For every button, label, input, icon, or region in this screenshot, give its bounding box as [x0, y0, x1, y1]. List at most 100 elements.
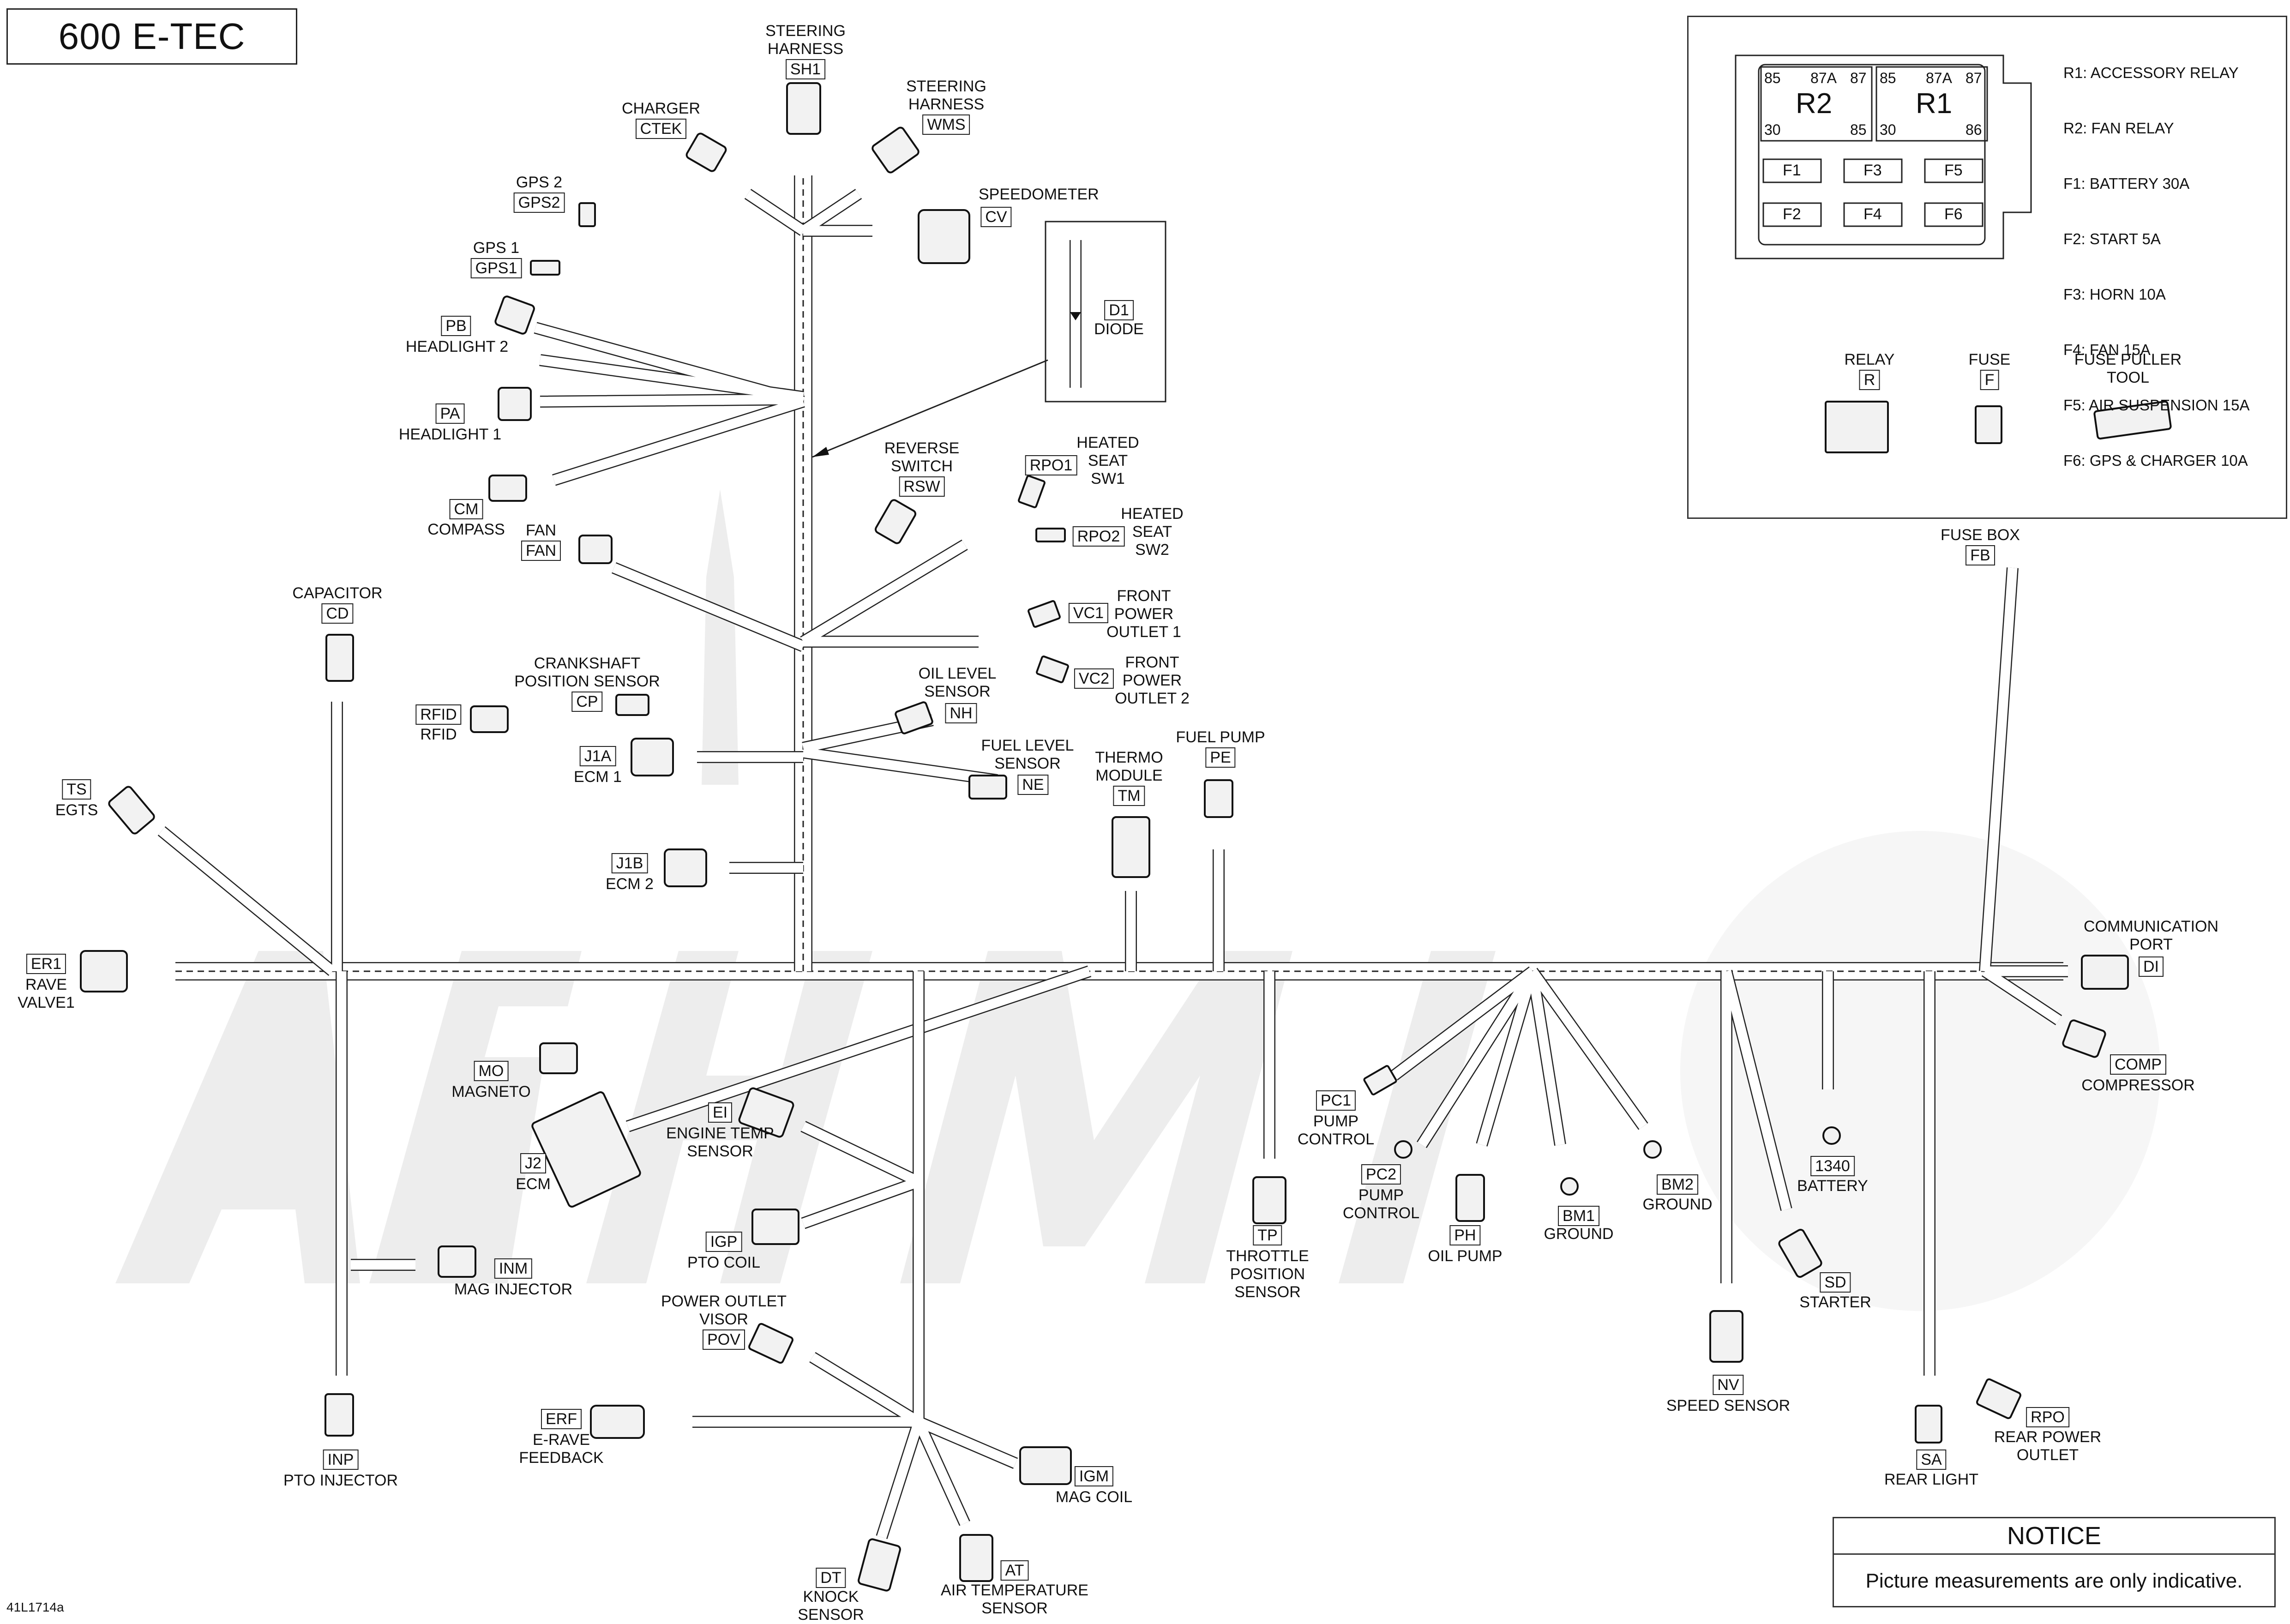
component-label: PTO INJECTOR [283, 1472, 398, 1489]
component-j1a: ECM 1 [574, 768, 622, 786]
component-code: IGM [1074, 1466, 1114, 1486]
component-code: DT [816, 1568, 846, 1588]
component-code: INM [494, 1258, 533, 1279]
component-j2: ECM [516, 1175, 551, 1193]
notice-heading: NOTICE [1834, 1518, 2274, 1555]
component-di: COMMUNICATION PORT [2084, 918, 2218, 954]
component-label: SPEEDOMETER [979, 186, 1099, 203]
component-label: STARTER [1799, 1293, 1871, 1311]
component-nv: SPEED SENSOR [1666, 1397, 1790, 1415]
part-label: FUSE [1968, 351, 2011, 368]
component-code: AT [1000, 1560, 1029, 1581]
legend-item: F3: HORN 10A [2063, 286, 2166, 303]
component-label: FUEL LEVEL SENSOR [981, 737, 1074, 772]
component-code: VC1 [1068, 603, 1109, 623]
component-cv: SPEEDOMETER [979, 186, 1099, 204]
component-pb: HEADLIGHT 2 [406, 338, 508, 356]
component-code: MO [474, 1061, 509, 1081]
fuse-slot-label: F5 [1944, 162, 1963, 179]
component-er1: RAVE VALVE1 [18, 976, 74, 1012]
fuse-box-drawing [1735, 54, 2172, 453]
component-label: COMMUNICATION PORT [2083, 918, 2219, 953]
component-code: J1B [611, 853, 648, 873]
component-nh: OIL LEVEL SENSOR [919, 665, 997, 701]
component-code: J1A [579, 746, 616, 766]
component-igp: PTO COIL [687, 1254, 760, 1272]
part-label: FUSE PULLER TOOL [2074, 351, 2182, 386]
component-comp: COMPRESSOR [2081, 1077, 2195, 1095]
legend-item: F5: AIR SUSPENSION 15A [2063, 397, 2250, 414]
component-rpo2: HEATED SEAT SW2 [1121, 505, 1183, 559]
component-label: HEATED SEAT SW2 [1121, 505, 1184, 559]
legend-item: F1: BATTERY 30A [2063, 175, 2190, 192]
component-label: OIL LEVEL SENSOR [918, 665, 997, 700]
relay-pin-label: 87A [1810, 70, 1837, 86]
component-code: D1 [1104, 300, 1134, 320]
component-ts: EGTS [55, 801, 98, 819]
component-code: FB [1965, 545, 1995, 565]
component-sd: STARTER [1799, 1293, 1871, 1311]
connector-glyphs [80, 82, 2129, 1592]
component-code: NV [1713, 1375, 1744, 1395]
component-label: COMPASS [427, 521, 505, 538]
relay-pin-label: 86 [1965, 121, 1982, 138]
component-label: ECM 1 [574, 768, 622, 786]
reference-code: 41L1714a [6, 1600, 64, 1614]
component-code: J2 [520, 1153, 546, 1173]
component-code: SH1 [785, 59, 826, 79]
component-igm: MAG COIL [1056, 1488, 1132, 1506]
component-label: GPS 2 [516, 174, 563, 191]
diode-inset [812, 221, 1166, 458]
component-pa: HEADLIGHT 1 [399, 426, 501, 444]
component-code: RPO2 [1072, 526, 1125, 547]
component-label: RFID [420, 726, 457, 743]
component-code: RFID [415, 704, 462, 725]
component-code: COMP [2110, 1054, 2166, 1075]
component-code: IGP [705, 1232, 742, 1252]
component-ph: OIL PUMP [1428, 1247, 1502, 1265]
component-code: PB [441, 316, 471, 336]
component-label: OIL PUMP [1428, 1247, 1503, 1265]
component-at: AIR TEMPERATURE SENSOR [941, 1582, 1088, 1618]
component-label: MAGNETO [451, 1083, 531, 1101]
component-label: FRONT POWER OUTLET 2 [1115, 654, 1190, 707]
relay-name: R1 [1916, 88, 1953, 120]
component-label: POWER OUTLET VISOR [661, 1293, 787, 1328]
component-label: DIODE [1094, 320, 1144, 338]
component-label: CHARGER [621, 100, 701, 117]
component-label: GROUND [1642, 1196, 1713, 1213]
component-code: RPO [2026, 1407, 2069, 1427]
relay-pin-label: 30 [1764, 121, 1781, 138]
component-code: INP [323, 1450, 359, 1470]
component-label: E-RAVE FEEDBACK [519, 1431, 604, 1467]
component-code: TM [1113, 786, 1145, 806]
component-code: WMS [922, 114, 970, 135]
relay-pin-label: 87A [1926, 70, 1952, 86]
component-bm2: GROUND [1642, 1196, 1712, 1214]
component-inm: MAG INJECTOR [454, 1281, 572, 1299]
component-label: KNOCK SENSOR [798, 1588, 864, 1624]
component-code: PC1 [1316, 1090, 1356, 1111]
component-label: RAVE VALVE1 [18, 976, 75, 1011]
fuse-slot-label: F6 [1944, 205, 1963, 223]
harness-branches [157, 189, 2068, 1539]
legend-item: F4: FAN 15A [2063, 341, 2151, 358]
component-ctek: CHARGER CTek [622, 100, 700, 139]
component-label: FUEL PUMP [1176, 728, 1265, 746]
component-label: GROUND [1544, 1225, 1614, 1243]
component-label: GPS 1 [473, 239, 520, 257]
component-label: ECM [516, 1175, 551, 1193]
part-code: F [1980, 370, 1999, 390]
part-fuse-puller-tool: FUSE PULLER TOOL [2074, 351, 2182, 387]
component-code: BM2 [1657, 1174, 1698, 1195]
component-label: AIR TEMPERATURE SENSOR [941, 1582, 1088, 1617]
component-tp: THROTTLE POSITION SENSOR [1226, 1247, 1309, 1301]
component-code: CTek [635, 119, 687, 139]
notice-text: Picture measurements are only indicative… [1865, 1570, 2243, 1592]
